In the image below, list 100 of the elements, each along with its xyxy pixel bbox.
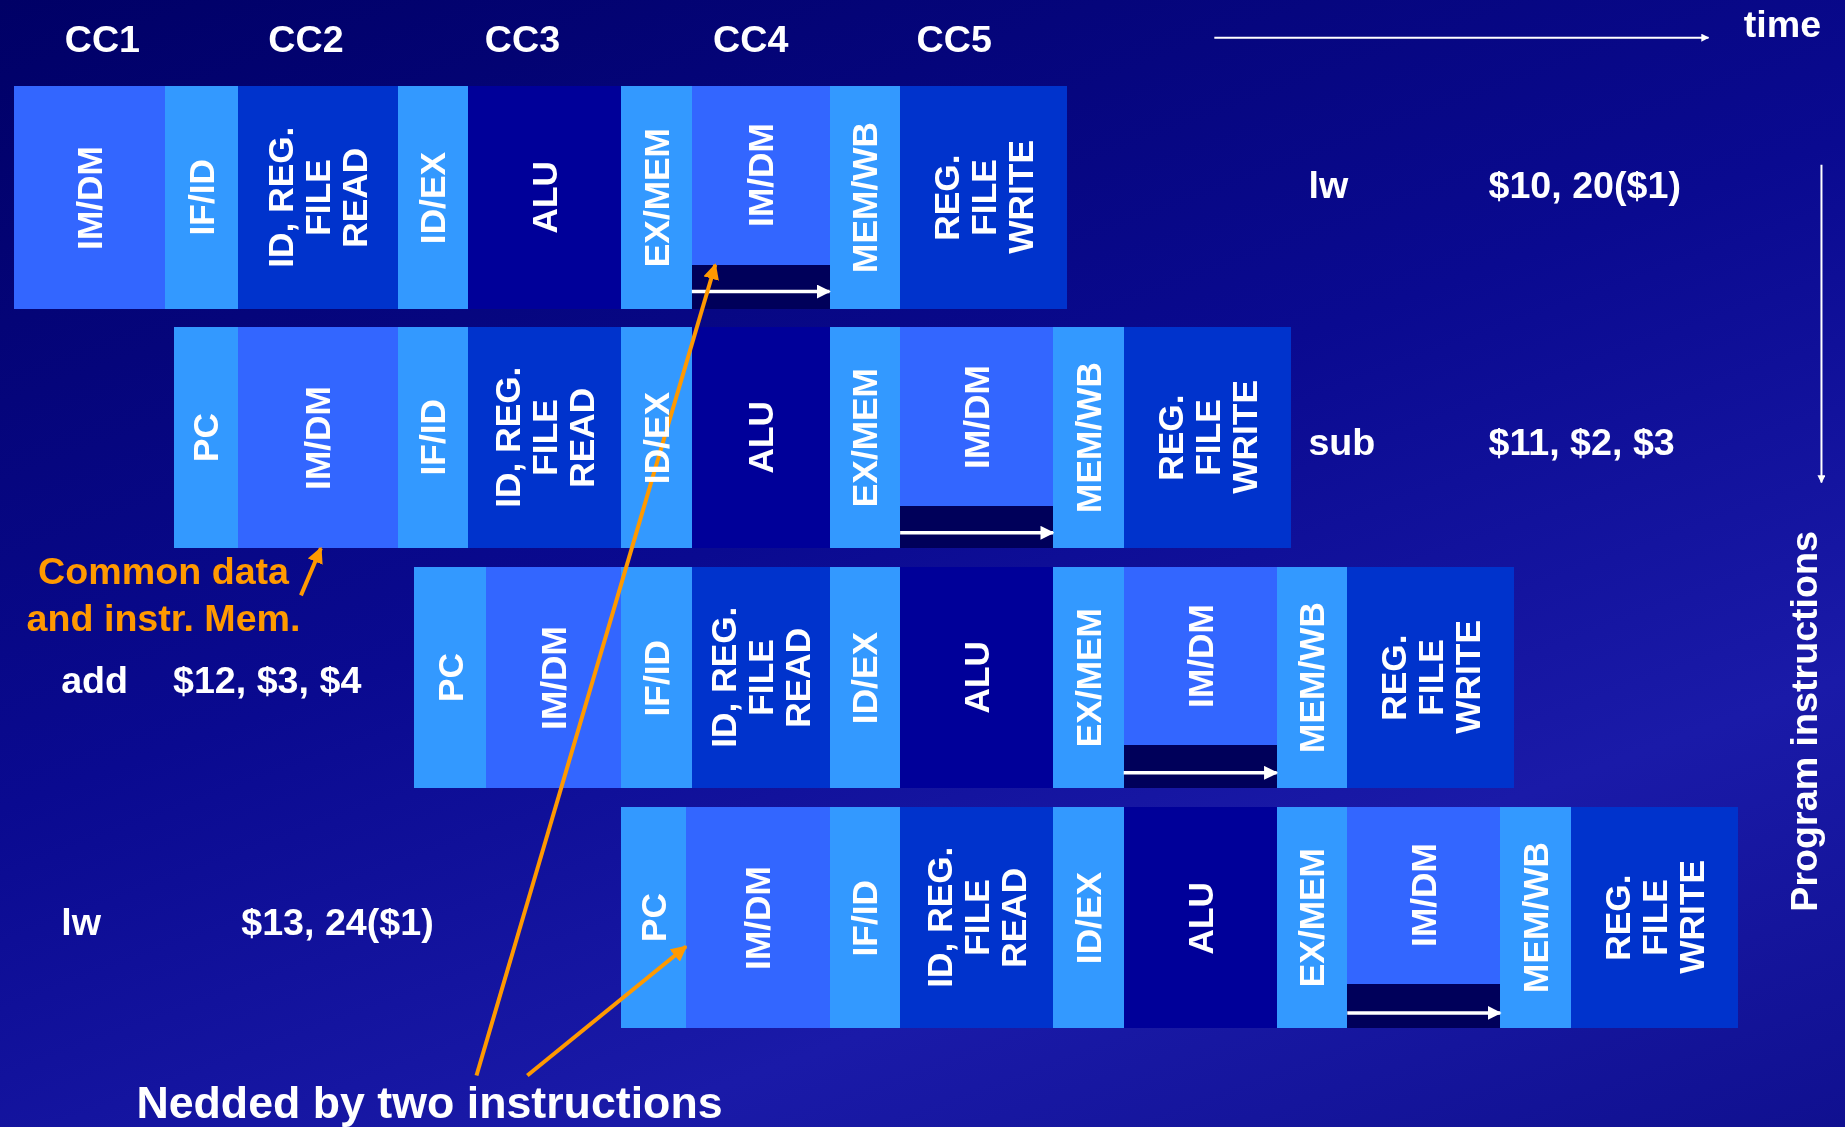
stage-label: IM/DM <box>299 385 337 490</box>
stage-label: ID/EX <box>414 151 452 244</box>
pipeline-stage-box <box>621 567 692 789</box>
pipeline-stage-box <box>1123 567 1277 745</box>
opcode-text: $12, $3, $4 <box>172 662 362 701</box>
stage-label: IM/DM <box>958 364 996 469</box>
pipeline-stage-box <box>900 85 1068 310</box>
operand-text: lw <box>61 903 101 942</box>
stage-label: IF/ID <box>846 879 884 956</box>
stage-label: ALU <box>958 641 996 714</box>
stage-label: IM/DM <box>1405 843 1443 948</box>
axis-label: time <box>1743 5 1822 44</box>
stage-label: IF/ID <box>638 639 676 716</box>
pipeline-stage-box <box>621 807 686 1029</box>
stage-label: IM/DM <box>742 123 780 228</box>
stage-label: PC <box>187 413 225 463</box>
opcode-text: sub <box>1308 423 1376 462</box>
pipeline-stage-box <box>829 567 901 789</box>
axis-label: Program instructions <box>1786 529 1824 914</box>
operand-text: $11, $2, $3 <box>1488 423 1675 462</box>
pipeline-stage-box <box>1347 567 1515 789</box>
stage-label: REG. FILE WRITE <box>1598 859 1710 977</box>
arrow <box>900 525 1055 540</box>
pipeline-stage-box <box>237 85 398 310</box>
pipeline-stage-box <box>1276 567 1348 789</box>
stage-label: ALU <box>742 401 780 474</box>
leader-arrow <box>526 945 688 1077</box>
arrow <box>691 284 831 299</box>
stage-label: ID/EX <box>846 631 884 724</box>
pipeline-stage-box <box>691 567 830 789</box>
stage-label: EX/MEM <box>638 128 676 268</box>
stage-label: PC <box>431 653 469 703</box>
stage-label: IF/ID <box>414 399 452 476</box>
pipeline-stage-box <box>829 807 901 1029</box>
pipeline-stage-box <box>468 327 622 549</box>
pipeline-stage-box <box>1500 807 1571 1029</box>
pipeline-stage-box <box>397 327 469 549</box>
stage-label: IM/DM <box>1181 604 1219 708</box>
operand-text: $10, 20($1) <box>1488 167 1681 205</box>
pipeline-stage-box <box>237 327 398 549</box>
arrow <box>1347 1005 1502 1020</box>
pipeline-stage-box <box>691 85 830 265</box>
leader-arrow <box>474 263 719 1076</box>
stage-label: REG. FILE WRITE <box>928 139 1040 257</box>
stage-label: IM/DM <box>535 625 573 730</box>
stage-label: MEM/WB <box>846 122 884 274</box>
stage-label: EX/MEM <box>1293 848 1331 988</box>
pipeline-stage-box <box>14 85 165 310</box>
pipeline-stage-box <box>1123 807 1277 1029</box>
pipeline-stage-box <box>829 85 901 310</box>
arrow <box>1123 765 1279 780</box>
stage-label: MEM/WB <box>1517 842 1555 994</box>
pipeline-stage-box <box>900 807 1054 1029</box>
callout-text: Common data and instr. Mem. <box>0 548 328 643</box>
stage-label: REG. FILE WRITE <box>1151 379 1263 497</box>
pipeline-stage-box <box>1053 327 1124 549</box>
stage-label: ID, REG. FILE READ <box>705 606 817 751</box>
stage-label: MEM/WB <box>1293 602 1331 754</box>
stage-label: IF/ID <box>182 159 220 236</box>
pipeline-stage-box <box>485 567 622 789</box>
pipeline-stage-box <box>900 327 1054 506</box>
pipeline-stage-box <box>1123 327 1291 549</box>
pipeline-stage-box <box>621 85 692 310</box>
pipeline-stage-box <box>686 807 830 1029</box>
clock-cycle-label: CC5 <box>916 21 992 59</box>
clock-cycle-label: CC2 <box>268 21 344 59</box>
pipeline-stage-box <box>1053 807 1124 1029</box>
pipeline-stage-box <box>414 567 486 789</box>
stage-label: EX/MEM <box>1069 608 1107 748</box>
stage-label: IM/DM <box>70 145 108 250</box>
stage-label: ID/EX <box>1069 871 1107 964</box>
pipeline-stage-box <box>397 85 469 310</box>
stage-label: ID, REG. FILE READ <box>489 366 601 511</box>
leader-arrow <box>299 546 323 597</box>
stage-label: ID, REG. FILE READ <box>262 126 374 271</box>
pipeline-stage-box <box>164 85 238 310</box>
operand-text: add <box>61 662 129 701</box>
opcode-text: $13, 24($1) <box>241 903 434 942</box>
pipeline-stage-box <box>621 327 692 549</box>
pipeline-stage-box <box>1347 807 1501 984</box>
pipeline-stage-box <box>174 327 238 549</box>
stage-label: ALU <box>526 161 564 234</box>
pipeline-stage-box <box>829 327 901 549</box>
stage-label: ALU <box>1181 881 1219 955</box>
pipeline-stage-box <box>691 327 830 549</box>
pipeline-stage-box <box>900 567 1054 789</box>
opcode-text: lw <box>1308 167 1349 205</box>
stage-label: MEM/WB <box>1069 362 1107 514</box>
stage-label: REG. FILE WRITE <box>1375 619 1487 737</box>
pipeline-stage-box <box>468 85 622 310</box>
pipeline-stage-box <box>1570 807 1738 1029</box>
stage-label: ID, REG. FILE READ <box>921 846 1033 991</box>
stage-label: PC <box>635 893 673 943</box>
clock-cycle-label: CC1 <box>64 21 140 59</box>
stage-label: ID/EX <box>638 391 676 484</box>
clock-cycle-label: CC3 <box>484 21 561 59</box>
stage-label: IM/DM <box>739 865 777 970</box>
clock-cycle-label: CC4 <box>713 21 789 59</box>
pipeline-stage-box <box>1053 567 1124 789</box>
pipeline-stage-box <box>1276 807 1348 1029</box>
